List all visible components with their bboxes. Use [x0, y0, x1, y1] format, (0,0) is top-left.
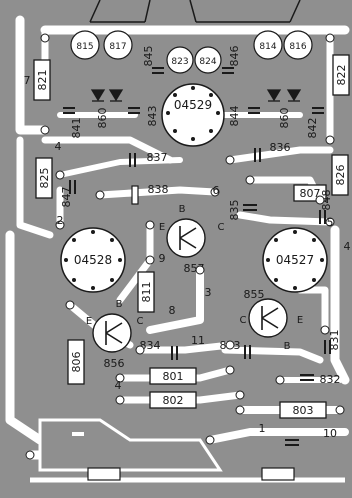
pin-4-right: 4 [344, 240, 351, 253]
cap-844-label: 844 [228, 106, 241, 127]
pin-8: 8 [169, 304, 176, 317]
resistor-801-label: 801 [163, 370, 184, 383]
cap-815-label: 815 [76, 42, 93, 52]
resistor-821-label: 821 [36, 70, 49, 91]
cap-837-label: 837 [147, 151, 168, 164]
resistor-826-label: 826 [334, 165, 347, 186]
diode-left [90, 89, 124, 102]
cap-814-label: 814 [259, 42, 276, 52]
cap-842-label: 842 [306, 118, 319, 139]
diode-right [266, 89, 302, 102]
t855-base-letter: B [284, 341, 291, 352]
transistor-855-label: 855 [244, 288, 265, 301]
mount-slot-right [261, 467, 295, 481]
pin-2: 2 [57, 214, 64, 227]
tube-top: 04529 [161, 83, 225, 147]
t855-collector-letter: C [240, 315, 247, 326]
cap-817-label: 817 [109, 42, 126, 52]
top-header [89, 0, 301, 23]
t857-base-letter: B [179, 204, 186, 215]
resistor-811-label: 811 [140, 282, 153, 303]
cap-823-label: 823 [171, 57, 188, 67]
diode-860a-label: 860 [96, 108, 109, 129]
cap-848-label: 848 [320, 190, 333, 211]
t855-emitter-letter: E [297, 315, 303, 326]
resistor-807-label: 807 [300, 187, 321, 200]
pin-1: 1 [259, 422, 266, 435]
cap-845-label: 845 [142, 46, 155, 67]
cap-832-label: 832 [320, 373, 341, 386]
cap-846-label: 846 [228, 46, 241, 67]
cap-816-label: 816 [289, 42, 306, 52]
pin-4-mid: 4 [115, 379, 122, 392]
t856-base-letter: B [116, 299, 123, 310]
cap-831-label: 831 [328, 330, 341, 351]
t856-emitter-letter: E [86, 316, 92, 327]
t856-collector-letter: C [137, 316, 144, 327]
ground-pour [38, 418, 223, 472]
cap-838-body [131, 185, 139, 205]
pin-10: 10 [323, 427, 337, 440]
pin-7: 7 [24, 74, 31, 87]
resistor-822-label: 822 [335, 65, 348, 86]
pin-11: 11 [191, 334, 205, 347]
diode-860b-label: 860 [278, 108, 291, 129]
tube-left: 04528 [60, 227, 126, 293]
resistor-802-label: 802 [163, 394, 184, 407]
cap-841-label: 841 [70, 118, 83, 139]
pin-3: 3 [205, 286, 212, 299]
pin-9: 9 [159, 252, 166, 265]
resistor-bodies [33, 54, 350, 419]
pin-5: 5 [327, 216, 334, 229]
cap-834-label: 834 [140, 339, 161, 352]
tube-left-label: 04528 [74, 253, 112, 267]
pin-6: 6 [213, 184, 220, 197]
resistor-803-label: 803 [293, 404, 314, 417]
transistor-855: 855 [244, 288, 288, 338]
mount-slot-left [87, 467, 121, 481]
cap-824-label: 824 [199, 57, 216, 67]
transistor-856: 856 [92, 313, 132, 370]
pin-4-top: 4 [55, 140, 62, 153]
tube-right-label: 04527 [276, 253, 314, 267]
capacitor-symbols [63, 67, 331, 446]
cap-discs-top [70, 30, 313, 74]
cap-843-label: 843 [146, 106, 159, 127]
small-marker [72, 432, 84, 436]
tube-right: 04527 [262, 227, 328, 293]
cap-847-label: 847 [60, 187, 73, 208]
resistor-806-label: 806 [70, 352, 83, 373]
t857-collector-letter: C [218, 222, 225, 233]
t857-emitter-letter: E [159, 222, 165, 233]
cap-838-label: 838 [148, 183, 169, 196]
tube-top-label: 04529 [174, 98, 212, 112]
transistor-856-label: 856 [104, 357, 125, 370]
solder-pads [25, 33, 345, 460]
resistor-825-label: 825 [38, 168, 51, 189]
cap-836-label: 836 [270, 141, 291, 154]
cap-835-label: 835 [228, 200, 241, 221]
